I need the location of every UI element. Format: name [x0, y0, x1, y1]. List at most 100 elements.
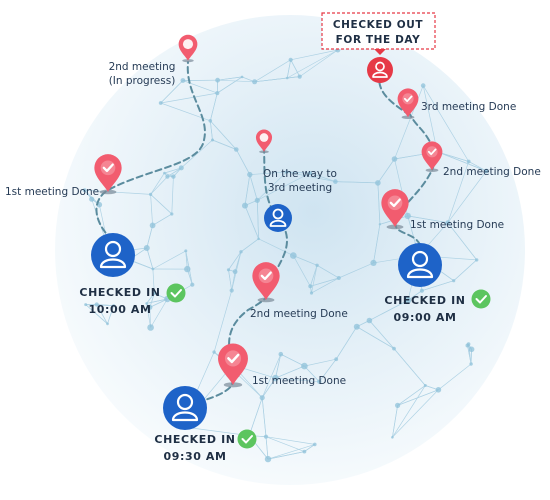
network-node	[158, 101, 163, 105]
avatar-agent-2[interactable]	[163, 386, 207, 430]
network-node	[89, 196, 95, 202]
network-link	[407, 215, 448, 224]
network-link	[397, 385, 426, 406]
network-node	[106, 322, 109, 326]
network-node	[143, 245, 150, 251]
agent-1-milestone-2-status: (In progress)	[109, 75, 176, 87]
network-link	[311, 265, 318, 294]
network-node	[284, 170, 289, 174]
network-node	[469, 362, 473, 366]
agent-2-milestone-1: 1st meeting Done	[252, 375, 346, 387]
avatar-en-route[interactable]	[264, 204, 292, 232]
network-node	[147, 324, 154, 331]
network-node	[309, 291, 314, 295]
network-link	[422, 85, 438, 152]
network-node	[272, 374, 279, 382]
agent-2-milestone-3: On the way to	[263, 168, 337, 180]
network-link	[257, 172, 311, 201]
network-node	[391, 156, 398, 162]
avatar-checked-out[interactable]	[367, 57, 393, 83]
map-pin-check-icon[interactable]	[218, 343, 248, 388]
network-node	[252, 79, 258, 85]
network-link	[210, 120, 237, 150]
network-link	[85, 304, 108, 325]
network-link	[275, 365, 305, 379]
network-link	[356, 326, 395, 349]
network-link	[447, 222, 477, 261]
network-node	[184, 249, 188, 253]
network-link	[369, 299, 409, 321]
network-node	[378, 223, 382, 226]
network-link	[287, 49, 338, 79]
network-link	[152, 213, 172, 226]
network-link	[437, 151, 469, 162]
network-link	[150, 194, 173, 215]
network-node	[404, 297, 412, 304]
map-pin-check-icon[interactable]	[381, 189, 409, 230]
network-node	[452, 279, 456, 283]
network-link	[244, 205, 259, 239]
network-node	[165, 174, 170, 179]
network-link	[397, 389, 439, 406]
map-pin-check-icon[interactable]	[397, 88, 419, 119]
agent-3-checked-in-time: 09:00 AM	[393, 311, 456, 324]
agent-1-milestone-1: 1st meeting Done	[5, 186, 99, 198]
network-link	[254, 77, 288, 83]
network-node	[475, 258, 479, 262]
network-link	[213, 290, 233, 353]
network-node	[215, 91, 220, 96]
network-node	[315, 263, 319, 267]
route-agent-1	[95, 61, 206, 241]
network-link	[240, 238, 259, 253]
network-link	[280, 353, 305, 367]
network-link	[150, 172, 165, 195]
network-node	[215, 77, 221, 83]
map-pin-check-icon[interactable]	[94, 154, 122, 195]
network-node	[178, 165, 184, 171]
network-node	[423, 384, 427, 387]
network-node	[226, 268, 231, 272]
network-node	[190, 282, 195, 287]
map-pin-icon[interactable]	[178, 34, 198, 63]
network-link	[422, 85, 470, 162]
network-link	[212, 139, 237, 150]
network-link	[438, 363, 472, 391]
map-pin-icon[interactable]	[255, 129, 273, 154]
network-link	[392, 385, 426, 438]
network-node	[234, 147, 239, 152]
network-link	[146, 247, 154, 270]
network-node	[468, 346, 475, 353]
network-node	[212, 350, 216, 354]
map-pin-check-icon[interactable]	[252, 262, 280, 303]
network-link	[231, 271, 236, 291]
map-pin-check-icon[interactable]	[421, 141, 443, 172]
network-link	[181, 139, 213, 169]
network-link	[249, 171, 287, 175]
network-node	[404, 212, 411, 220]
network-link	[217, 76, 243, 94]
avatar-agent-3[interactable]	[398, 243, 442, 287]
agent-3-milestone-1: 1st meeting Done	[410, 219, 504, 231]
network-node	[180, 78, 186, 83]
network-link	[228, 251, 242, 270]
network-link	[171, 176, 174, 215]
network-link	[309, 172, 336, 182]
network-node	[147, 304, 153, 310]
agent-2-milestone-3-target: 3rd meeting	[268, 182, 332, 194]
network-node	[171, 174, 176, 179]
network-link	[335, 181, 378, 184]
network-node	[317, 379, 322, 384]
network-link	[290, 49, 338, 61]
network-node	[239, 250, 243, 254]
avatar-agent-1[interactable]	[91, 233, 135, 277]
network-link	[338, 262, 374, 279]
network-link	[217, 76, 243, 81]
network-link	[447, 170, 487, 223]
network-link	[267, 451, 305, 460]
network-link	[209, 120, 213, 141]
network-link	[150, 194, 153, 226]
network-node	[419, 288, 424, 293]
network-link	[286, 59, 292, 79]
network-link	[228, 269, 233, 291]
